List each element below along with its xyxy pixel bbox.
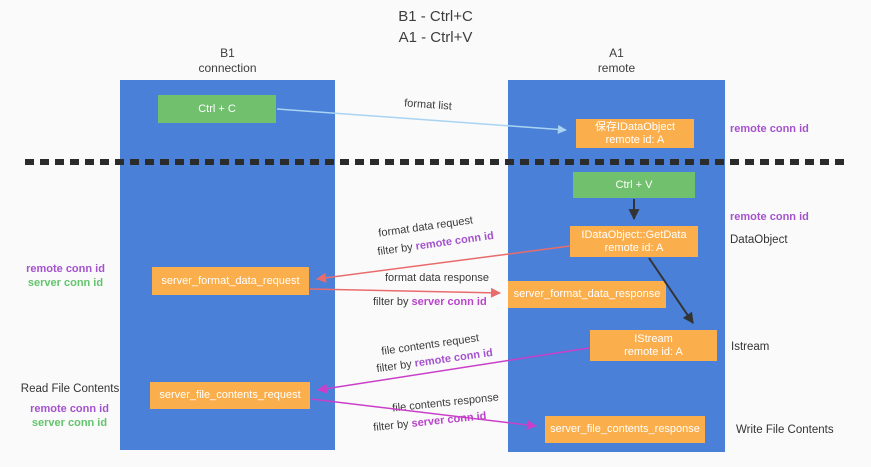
annotation-remote-conn-id-top: remote conn id: [730, 123, 809, 135]
dashed-divider: [25, 159, 845, 165]
node-format-response-label: server_format_data_response: [513, 288, 661, 300]
node-server-format-data-response: server_format_data_response: [508, 281, 666, 308]
node-format-request-label: server_format_data_request: [161, 274, 300, 287]
node-save-idataobject: 保存IDataObject remote id: A: [576, 119, 694, 148]
lane-header-a1: A1 remote: [508, 46, 725, 76]
edge-label-format-list: format list: [403, 97, 453, 113]
title-line-2: A1 - Ctrl+V: [398, 29, 473, 46]
node-getdata-line2: remote id: A: [604, 241, 664, 254]
filter-remote-conn-id: remote conn id: [414, 229, 495, 253]
node-ctrl-v-label: Ctrl + V: [615, 178, 653, 191]
lane-b1-subtitle: connection: [198, 61, 257, 75]
annotation-read-file-contents: Read File Contents: [20, 383, 120, 395]
node-idataobject-getdata: IDataObject::GetData remote id: A: [570, 226, 698, 257]
filter-by-text: filter by: [373, 296, 409, 308]
arrow-format-request-to-response: [309, 287, 501, 298]
annotation-write-file-contents: Write File Contents: [736, 424, 834, 436]
lane-header-b1: B1 connection: [120, 46, 335, 76]
node-server-file-contents-response: server_file_contents_response: [545, 416, 705, 443]
node-istream-line1: IStream: [634, 332, 673, 345]
annotation-conn-ids-format: remote conn id server conn id: [18, 262, 113, 290]
lane-b1-name: B1: [220, 46, 235, 60]
node-file-request-label: server_file_contents_request: [159, 389, 301, 401]
node-istream-line2: remote id: A: [624, 345, 683, 358]
filter-server-conn-id: server conn id: [410, 410, 487, 430]
node-ctrl-c-label: Ctrl + C: [198, 102, 236, 115]
node-save-idataobject-line2: remote id: A: [605, 133, 665, 146]
annotation-server-conn-id-left1: server conn id: [27, 277, 104, 289]
filter-server-conn-id: server conn id: [411, 296, 487, 308]
diagram-title: B1 - Ctrl+C A1 - Ctrl+V: [0, 6, 871, 48]
filter-by-text: filter by: [376, 241, 414, 259]
annotation-conn-ids-file: remote conn id server conn id: [17, 402, 122, 430]
node-istream: IStream remote id: A: [590, 330, 717, 361]
annotation-remote-conn-id-mid: remote conn id: [730, 211, 809, 223]
annotation-dataobject: DataObject: [730, 234, 788, 246]
node-server-format-data-request: server_format_data_request: [152, 267, 309, 295]
node-getdata-line1: IDataObject::GetData: [581, 228, 687, 241]
filter-by-text: filter by: [372, 418, 410, 434]
node-ctrl-v: Ctrl + V: [573, 172, 695, 198]
node-ctrl-c: Ctrl + C: [158, 95, 276, 123]
title-line-1: B1 - Ctrl+C: [398, 8, 473, 25]
node-server-file-contents-request: server_file_contents_request: [150, 382, 310, 409]
annotation-remote-conn-id-left1: remote conn id: [26, 263, 105, 275]
annotation-istream: Istream: [731, 341, 770, 353]
annotation-remote-conn-id-left2: remote conn id: [30, 403, 109, 415]
lane-a1-subtitle: remote: [597, 61, 636, 75]
node-file-response-label: server_file_contents_response: [550, 423, 700, 435]
annotation-server-conn-id-left2: server conn id: [31, 417, 108, 429]
filter-by-text: filter by: [375, 358, 413, 376]
node-save-idataobject-line1: 保存IDataObject: [594, 120, 676, 133]
lane-a1-name: A1: [609, 46, 624, 60]
edge-label-format-data-response: format data response: [385, 272, 489, 284]
